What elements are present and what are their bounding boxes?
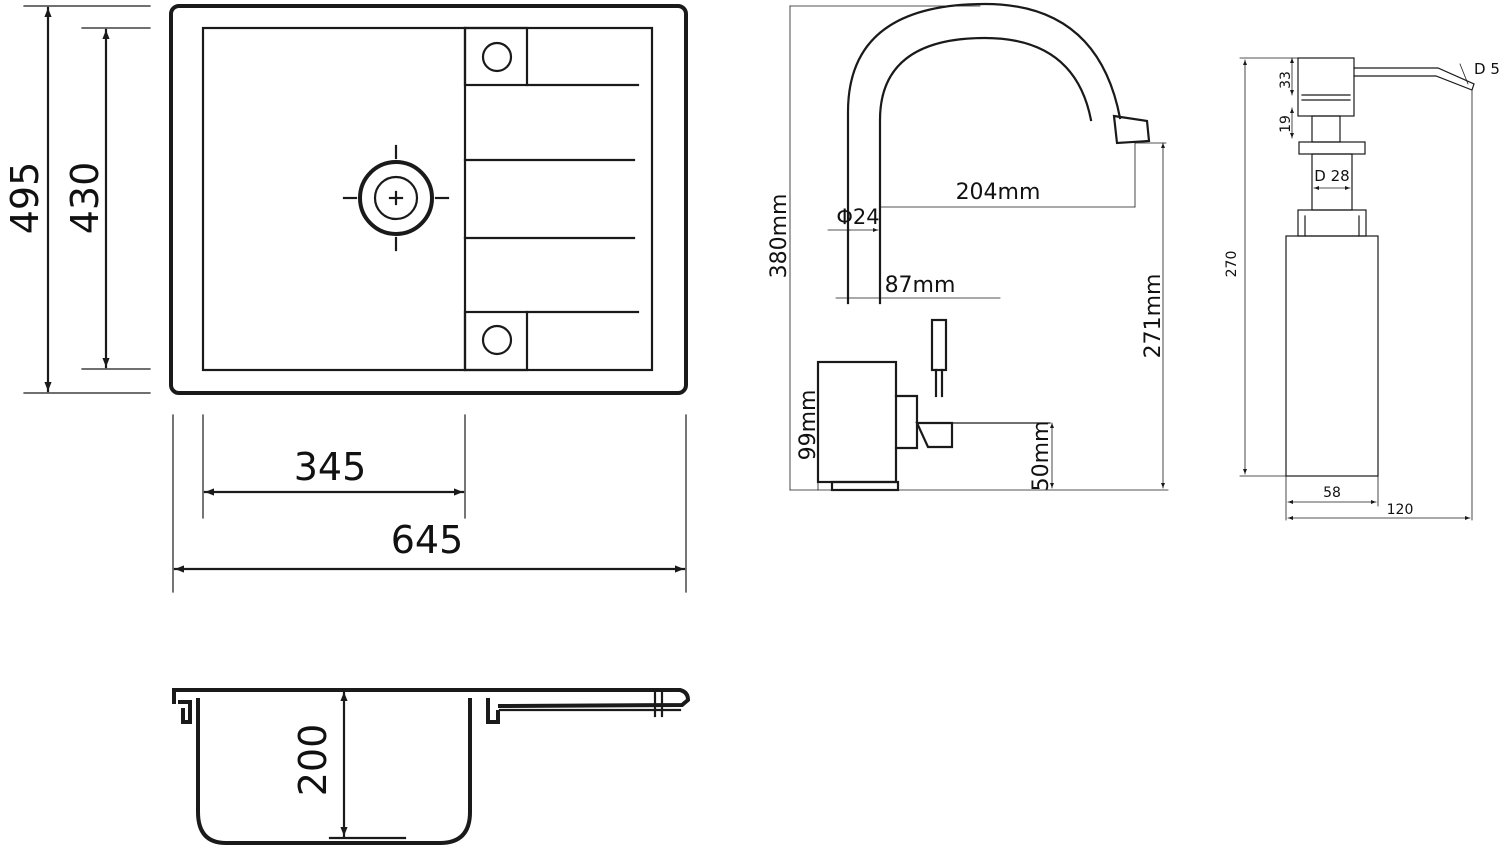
tap-hole-top xyxy=(481,41,513,73)
dim-faucet-diameter: Φ24 xyxy=(836,205,879,229)
drain-icon xyxy=(342,144,450,252)
dispenser-view: D 5 33 19 D 28 270 58 120 xyxy=(1224,57,1500,521)
faucet-view: 380mm 204mm Φ24 87mm 271mm 99mm 50mm xyxy=(767,2,1169,492)
dim-faucet-spout-height: 271mm xyxy=(1141,274,1166,359)
dim-total-width: 120 xyxy=(1387,502,1414,518)
dim-width-outer: 645 xyxy=(391,518,464,562)
dim-collar-height: 19 xyxy=(1278,115,1294,133)
dim-faucet-body-width: 87mm xyxy=(885,273,956,298)
sink-top-view: 495 430 345 645 xyxy=(3,4,688,593)
dim-faucet-handle-height: 50mm xyxy=(1029,421,1054,492)
dim-width-bowl: 345 xyxy=(294,445,367,489)
dim-total-height: 270 xyxy=(1224,251,1240,278)
dim-nozzle: D 5 xyxy=(1474,60,1500,78)
dim-faucet-height: 380mm xyxy=(767,194,792,279)
dim-depth: 200 xyxy=(291,724,335,797)
dim-height-outer: 495 xyxy=(3,162,47,235)
sink-side-view: 200 xyxy=(172,688,691,845)
dim-bottle-width: 58 xyxy=(1323,485,1341,501)
dim-head-height: 33 xyxy=(1278,71,1294,89)
dim-thread-diameter: D 28 xyxy=(1314,167,1349,185)
dim-height-inner: 430 xyxy=(63,162,107,235)
dim-faucet-reach: 204mm xyxy=(956,180,1041,205)
tap-hole-bottom xyxy=(481,324,513,356)
dim-faucet-base-height: 99mm xyxy=(796,390,821,461)
